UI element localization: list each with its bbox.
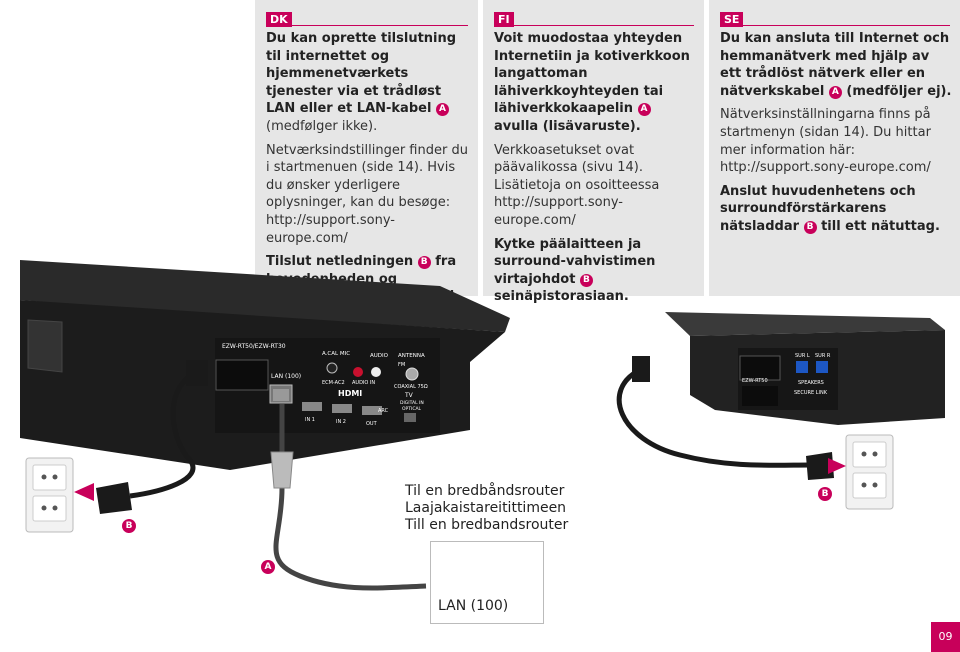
label-tv: TV — [404, 392, 414, 399]
lan-port-label: LAN (100) — [438, 598, 509, 614]
power-plug-amp — [632, 356, 650, 382]
power-inlet-main — [215, 359, 269, 391]
label-in2: IN 2 — [336, 419, 346, 425]
fi-p1-a: Voit muodostaa yhteyden Internetiin ja k… — [494, 31, 690, 117]
lang-tag-dk: DK — [266, 12, 292, 27]
hdmi-port-in1 — [302, 402, 322, 411]
fi-p2: Verkkoasetukset ovat päävalikossa (sivu … — [494, 142, 660, 228]
se-p3-a: Anslut huvudenhetens och surroundförstär… — [720, 183, 916, 234]
lang-tag-fi: FI — [494, 12, 514, 27]
callout-b-right: B — [818, 487, 832, 501]
se-p2: Nätverksinställningarna finns på startme… — [720, 107, 931, 176]
power-cable-amp — [616, 367, 811, 468]
hdmi-port-out — [362, 406, 382, 415]
router-caption: Til en bredbåndsrouter Laajakaistareitit… — [405, 483, 568, 534]
callout-b-left: B — [122, 519, 136, 533]
wall-plug-right — [806, 452, 834, 480]
column-text-se: Du kan ansluta till Internet och hemmanä… — [720, 30, 952, 242]
label-coaxial: COAXIAL 75Ω — [394, 384, 428, 390]
main-unit-vent — [27, 319, 63, 373]
optical-port — [404, 413, 416, 422]
label-sur-r: SUR R — [815, 353, 831, 359]
lang-tag-se: SE — [720, 12, 744, 27]
hdmi-port-in2 — [332, 404, 352, 413]
lan-plug — [273, 389, 289, 401]
badge-a: A — [637, 103, 651, 117]
label-sur-l: SUR L — [795, 353, 810, 359]
badge-b: B — [417, 256, 431, 270]
lan-cable — [273, 404, 427, 591]
column-fi: FI Voit muodostaa yhteyden Internetiin j… — [483, 0, 704, 304]
label-antenna: ANTENNA — [398, 353, 425, 359]
column-rule — [266, 25, 468, 26]
power-cable-main — [129, 367, 206, 499]
label-digital-in: DIGITAL IN — [400, 400, 424, 406]
arrow-left — [74, 483, 94, 501]
badge-b: B — [803, 220, 817, 234]
speaker-terminal-l — [796, 361, 808, 373]
fi-p1-b: avulla (lisävaruste). — [494, 118, 641, 134]
audio-jack-l — [371, 367, 381, 377]
arrow-right — [828, 458, 846, 474]
badge-a: A — [828, 85, 842, 99]
badge-a: A — [435, 103, 449, 117]
label-speakers: SPEAKERS — [798, 380, 824, 386]
callout-a-cable: A — [261, 560, 275, 574]
power-plug-main — [186, 360, 208, 386]
label-fm: FM — [398, 362, 405, 368]
label-secure-link: SECURE LINK — [794, 390, 828, 396]
label-audio: AUDIO — [370, 353, 389, 359]
label-optical: OPTICAL — [402, 406, 422, 412]
column-se: SE Du kan ansluta till Internet och hemm… — [709, 0, 960, 296]
dk-p1-a: Du kan oprette tilslutning til internett… — [266, 31, 457, 117]
column-text-fi: Voit muodostaa yhteyden Internetiin ja k… — [494, 30, 696, 312]
wall-outlet-right — [845, 434, 894, 510]
fi-p3-b: seinäpistorasiaan. — [494, 289, 629, 305]
label-acal-mic: A.CAL MIC — [322, 351, 350, 357]
label-audio-in: AUDIO IN — [352, 380, 375, 386]
caption-line-fi: Laajakaistareitittimeen — [405, 500, 567, 516]
label-out: OUT — [366, 421, 378, 427]
label-hdmi: HDMI — [338, 389, 362, 398]
se-p3-b: till ett nätuttag. — [821, 218, 940, 234]
fi-p3-a: Kytke päälaitteen ja surround-vahvistime… — [494, 236, 656, 287]
caption-line-dk: Til en bredbåndsrouter — [405, 483, 565, 499]
speaker-terminal-r — [816, 361, 828, 373]
wall-outlet-left — [25, 457, 74, 533]
amp-bottom-slot — [742, 386, 778, 406]
amp-top — [665, 312, 945, 336]
mic-jack — [326, 362, 338, 374]
caption-line-se: Till en bredbandsrouter — [405, 517, 569, 533]
label-model-main: EZW-RT50/EZW-RT30 — [222, 343, 286, 350]
label-arc: ARC — [378, 408, 389, 414]
badge-b: B — [579, 273, 593, 287]
lan-cable-connector — [270, 451, 294, 489]
label-ecm: ECM-AC2 — [322, 380, 345, 386]
audio-jack-r — [353, 367, 363, 377]
dk-p3-a: Tilslut netledningen — [266, 254, 414, 270]
dk-p2: Netværksindstillinger finder du i startm… — [266, 142, 468, 246]
page-number: 09 — [931, 622, 960, 652]
label-model-amp: EZW-RT50 — [742, 378, 768, 384]
label-in1: IN 1 — [305, 417, 315, 423]
label-lan-port: LAN (100) — [271, 373, 301, 380]
wall-plug-left — [96, 482, 132, 514]
column-rule — [720, 25, 950, 26]
dk-p1-b: (medfølger ikke). — [266, 118, 378, 134]
lan-port-closeup — [430, 541, 544, 624]
power-inlet-amp — [739, 355, 781, 381]
column-rule — [494, 25, 694, 26]
se-p1-a: Du kan ansluta till Internet och hemmanä… — [720, 31, 950, 99]
main-unit-top — [20, 260, 510, 332]
antenna-jack — [405, 367, 419, 381]
se-p1-b: (medföljer ej). — [846, 83, 952, 99]
